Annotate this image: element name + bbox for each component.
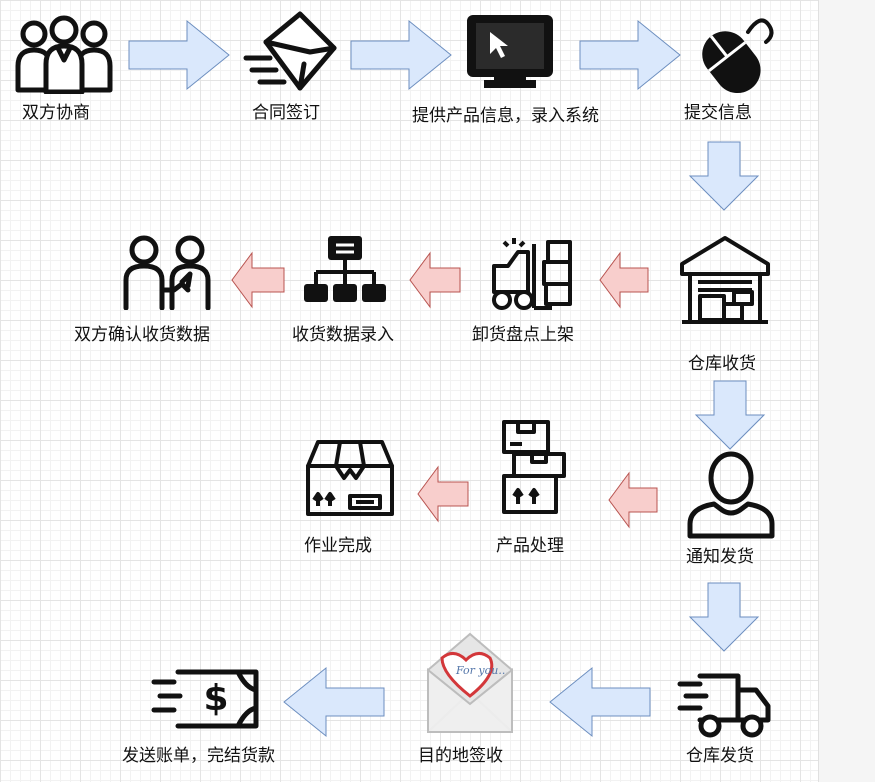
step-complete[interactable] [304,438,396,518]
step-submit[interactable] [690,12,784,94]
love-letter-icon: For you... [427,632,513,733]
flow-arrow-left [283,666,385,738]
step-label: 产品处理 [496,536,564,556]
flow-arrow-left [599,251,649,309]
flow-arrow-left [417,465,469,523]
side-panel [818,0,875,782]
step-label: 提交信息 [684,103,752,123]
person-icon [687,451,775,539]
mouse-icon [702,18,774,94]
warehouse-icon [680,236,770,324]
diagram-canvas [0,0,818,782]
step-send-bill[interactable]: $ [150,668,262,730]
flow-arrow-down [688,141,760,211]
step-label: 卸货盘点上架 [472,325,574,345]
step-label: 目的地签收 [418,746,503,766]
money-bill-icon: $ [151,669,259,729]
step-label: 发送账单，完结货款 [122,746,275,766]
people-group-icon [15,15,113,94]
handshake-people-icon [123,235,211,310]
forklift-icon [492,238,572,310]
step-label: 作业完成 [304,536,372,556]
envelope-icon [243,11,337,91]
flow-arrow-down [694,380,766,450]
step-data-entry[interactable] [302,234,388,306]
flow-arrow-left [608,471,658,529]
step-warehouse-receive[interactable] [678,234,772,326]
step-label: 合同签订 [252,103,320,123]
open-box-icon [306,440,394,516]
step-label: 提供产品信息，录入系统 [412,106,599,126]
delivery-truck-icon [677,673,771,738]
step-label: 仓库发货 [686,746,754,766]
step-label: 仓库收货 [688,354,756,374]
flow-arrow-right [579,19,681,91]
card-text: For you... [455,664,509,677]
flow-arrow-left [409,251,461,309]
flow-arrow-left [549,666,651,738]
step-contract[interactable] [242,8,338,94]
step-warehouse-ship[interactable] [676,670,772,740]
hierarchy-icon [304,236,386,302]
flow-arrow-right [350,19,452,91]
step-label: 双方协商 [22,103,90,123]
monitor-cursor-icon [467,15,553,88]
step-notify-shipping[interactable] [686,450,776,540]
step-confirm-data[interactable] [122,234,214,310]
stacked-boxes-icon [502,420,566,514]
step-label: 双方确认收货数据 [74,325,210,345]
flow-arrow-down [688,582,760,652]
step-label: 收货数据录入 [292,325,394,345]
dollar-sign: $ [203,678,228,719]
step-unload[interactable] [488,234,580,314]
flow-arrow-right [128,19,230,91]
step-negotiation[interactable] [14,14,114,94]
step-destination-sign[interactable]: For you... [424,630,516,736]
flow-arrow-left [231,251,285,309]
step-product-info[interactable] [464,12,556,94]
step-label: 通知发货 [686,547,754,567]
step-product-processing[interactable] [500,418,568,516]
